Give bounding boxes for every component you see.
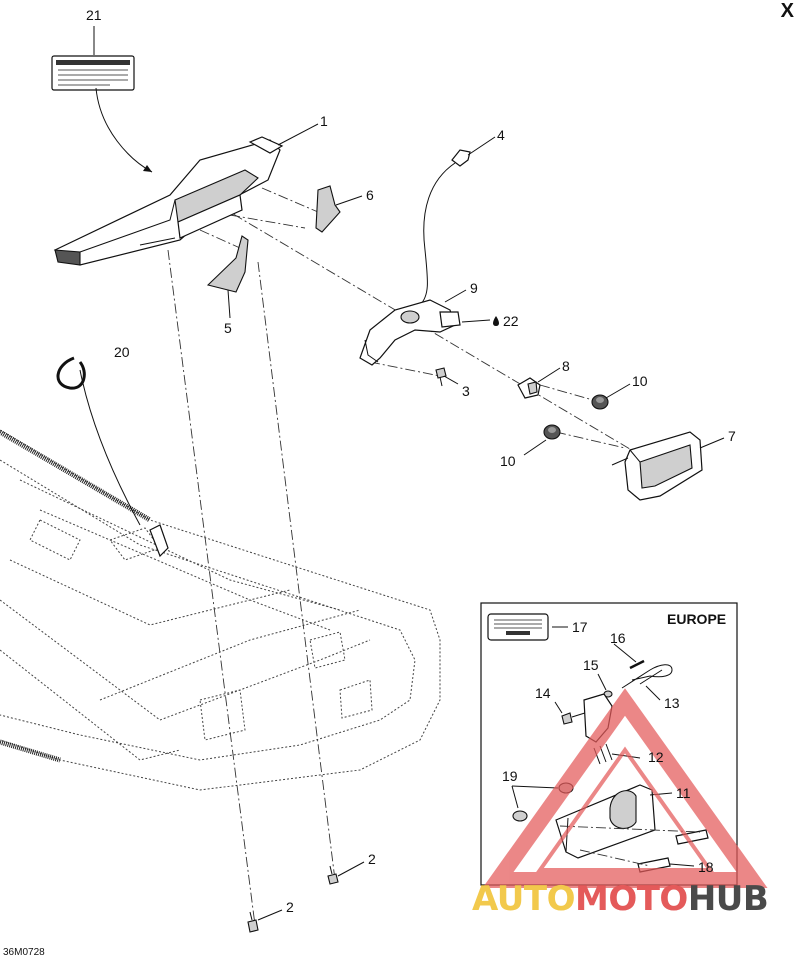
part-3-screw[interactable] bbox=[435, 367, 447, 387]
callout-4: 4 bbox=[497, 127, 505, 143]
part-7-tail-light[interactable] bbox=[611, 431, 703, 501]
callout-13: 13 bbox=[664, 695, 680, 711]
callout-9: 9 bbox=[470, 280, 478, 296]
part-21-warning-decal[interactable] bbox=[51, 55, 135, 91]
part-10-grommet-lower[interactable] bbox=[543, 424, 561, 440]
callout-12: 12 bbox=[648, 749, 664, 765]
part-16-pin[interactable] bbox=[629, 659, 645, 670]
callout-18: 18 bbox=[698, 859, 714, 875]
drawing-code: 36M0728 bbox=[3, 947, 45, 958]
part-20-cable-tie[interactable] bbox=[56, 356, 141, 526]
part-6-side-panel[interactable] bbox=[315, 185, 341, 233]
part-4-bulb-socket[interactable] bbox=[419, 149, 471, 306]
oil-drop-icon bbox=[493, 316, 499, 326]
corner-mark: X bbox=[780, 0, 794, 22]
part-11-plate-holder[interactable] bbox=[555, 784, 656, 859]
vehicle-frame bbox=[0, 429, 441, 791]
inset-title: EUROPE bbox=[667, 611, 726, 627]
leader-lines bbox=[93, 26, 725, 921]
alignment-lines bbox=[167, 187, 641, 926]
watermark-text: AUTOMOTOHUB bbox=[472, 879, 768, 919]
callout-1: 1 bbox=[320, 113, 328, 129]
callout-2-right: 2 bbox=[368, 851, 376, 867]
callout-6: 6 bbox=[366, 187, 374, 203]
callout-20: 20 bbox=[114, 344, 130, 360]
part-10-grommet-upper[interactable] bbox=[591, 394, 609, 410]
callout-22: 22 bbox=[503, 313, 519, 329]
callout-14: 14 bbox=[535, 685, 551, 701]
part-2-bolt-left[interactable] bbox=[247, 911, 259, 933]
callout-22-group: 22 bbox=[493, 313, 519, 329]
callout-3: 3 bbox=[462, 383, 470, 399]
callout-15: 15 bbox=[583, 657, 599, 673]
callout-16: 16 bbox=[610, 630, 626, 646]
callout-19: 19 bbox=[502, 768, 518, 784]
callout-5: 5 bbox=[224, 320, 232, 336]
callout-2-left: 2 bbox=[286, 899, 294, 915]
callout-8: 8 bbox=[562, 358, 570, 374]
part-13-spring-clip[interactable] bbox=[621, 664, 673, 689]
callout-10-upper: 10 bbox=[632, 373, 648, 389]
part-8-bulb[interactable] bbox=[517, 377, 541, 399]
callout-7: 7 bbox=[728, 428, 736, 444]
callout-17: 17 bbox=[572, 619, 588, 635]
part-2-bolt-right[interactable] bbox=[327, 865, 339, 885]
watermark bbox=[482, 688, 768, 888]
part-14-screw[interactable] bbox=[561, 711, 589, 725]
part-17-label-plate[interactable] bbox=[487, 613, 549, 641]
callout-11: 11 bbox=[676, 785, 691, 801]
callout-10-lower: 10 bbox=[500, 453, 516, 469]
callout-labels: 21 1 6 5 4 9 22 3 8 10 10 7 20 2 2 EUROP… bbox=[86, 7, 736, 915]
part-1-housing[interactable] bbox=[53, 136, 284, 266]
callout-21: 21 bbox=[86, 7, 102, 23]
part-9-light-bracket[interactable] bbox=[359, 299, 461, 366]
part-5-side-panel[interactable] bbox=[206, 235, 249, 293]
